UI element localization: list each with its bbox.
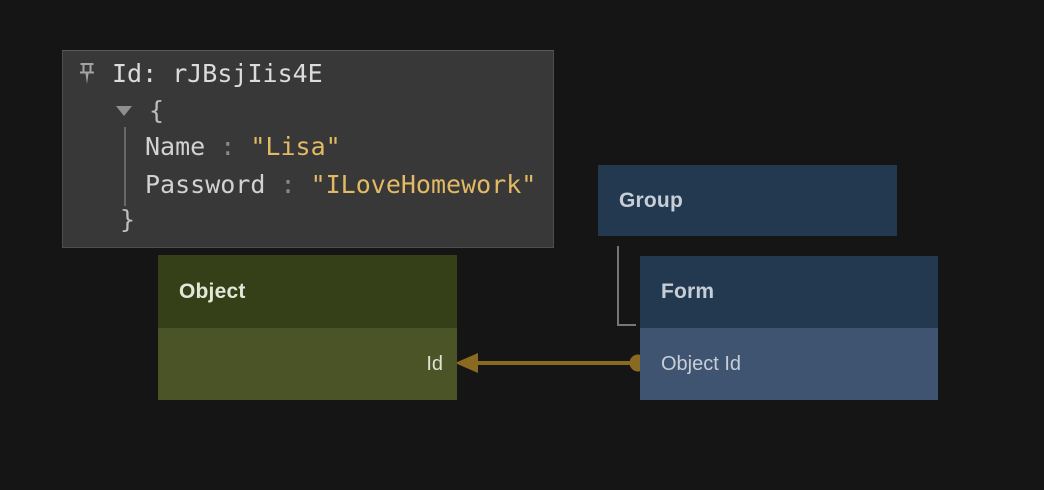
node-form-header[interactable]: Form	[640, 256, 938, 328]
edge-arrowhead-icon[interactable]	[455, 353, 478, 373]
triangle-down-icon[interactable]	[116, 106, 132, 116]
relationship-edge[interactable]	[455, 353, 647, 373]
tooltip-title: Id: rJBsjIis4E	[112, 59, 323, 88]
pin-icon[interactable]	[79, 62, 95, 85]
json-string-value: "ILoveHomework"	[310, 170, 537, 199]
json-entry-name: Name : "Lisa"	[145, 132, 341, 162]
node-title: Object	[179, 279, 246, 303]
node-group[interactable]: Group	[598, 165, 897, 236]
node-title: Form	[661, 280, 715, 303]
field-label: Id	[426, 352, 443, 375]
record-tooltip-panel: Id: rJBsjIis4E { Name : "Lisa" Password …	[62, 50, 554, 248]
json-key: Name	[145, 132, 206, 161]
field-label: Object Id	[661, 352, 742, 375]
node-form[interactable]: Form Object Id	[640, 256, 938, 400]
json-string-value: "Lisa"	[250, 132, 341, 161]
node-object[interactable]: Object Id	[158, 255, 457, 400]
node-object-field-id[interactable]: Id	[158, 328, 457, 400]
json-close-brace: }	[120, 205, 136, 234]
json-separator: :	[205, 132, 251, 161]
indent-guide-line	[124, 127, 126, 206]
node-title: Group	[619, 188, 683, 212]
node-form-field-object-id[interactable]: Object Id	[640, 328, 938, 400]
json-key: Password	[145, 170, 266, 199]
group-form-hierarchy-connector	[617, 246, 636, 326]
json-open-brace: {	[149, 96, 165, 125]
node-object-header[interactable]: Object	[158, 255, 457, 328]
node-group-header[interactable]: Group	[598, 165, 897, 236]
json-entry-password: Password : "ILoveHomework"	[145, 170, 536, 200]
json-separator: :	[265, 170, 311, 199]
